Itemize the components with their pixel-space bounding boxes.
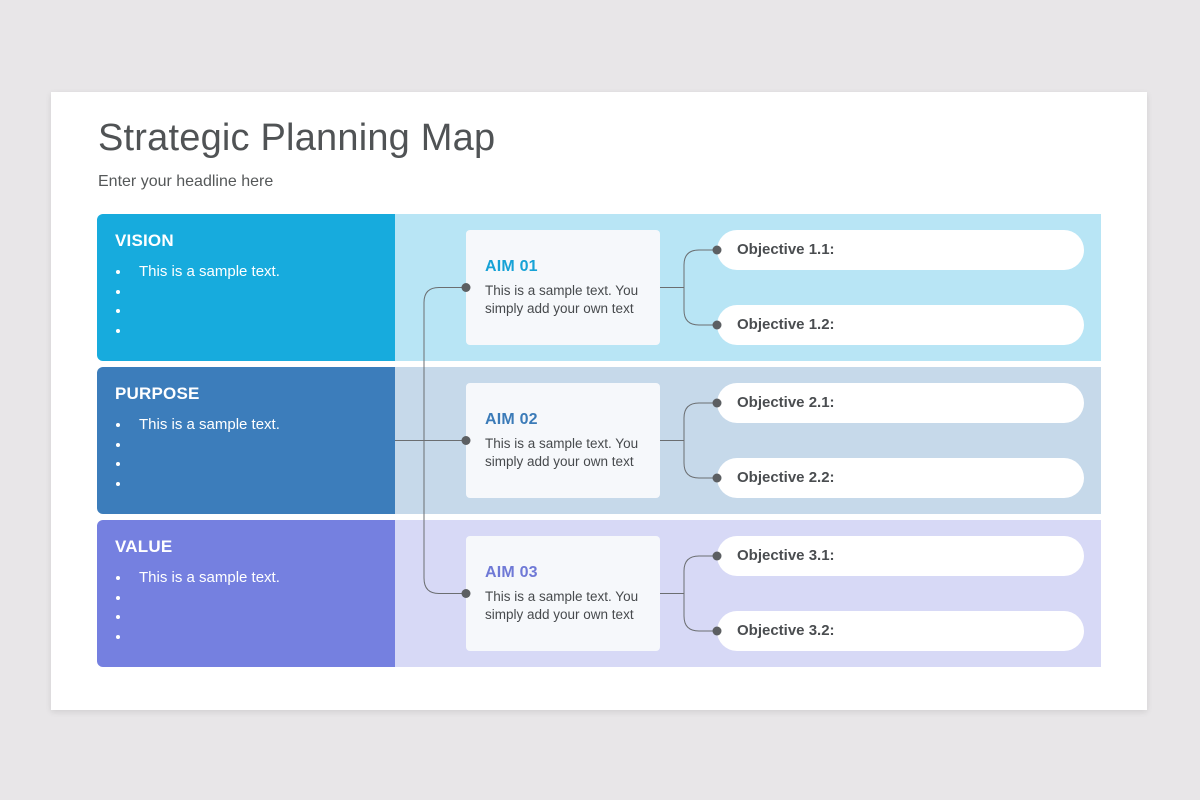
list-item: This is a sample text. xyxy=(115,416,395,436)
aim-title: AIM 01 xyxy=(485,258,538,275)
list-item xyxy=(115,589,395,609)
connector-dot xyxy=(712,626,722,636)
value-heading: VALUE xyxy=(115,537,173,556)
purpose-panel: PURPOSE This is a sample text. xyxy=(97,367,395,514)
vision-heading: VISION xyxy=(115,231,174,250)
objective-2-1: Objective 2.1: xyxy=(717,383,1084,423)
connector-aim-02-objectives xyxy=(660,402,717,479)
list-item xyxy=(115,302,395,322)
aim-text: This is a sample text. You simply add yo… xyxy=(485,436,639,469)
aim-title: AIM 02 xyxy=(485,411,538,428)
aim-title: AIM 03 xyxy=(485,564,538,581)
connector-dot xyxy=(461,436,471,445)
list-item: This is a sample text. xyxy=(115,569,395,589)
vision-bullet-list: This is a sample text. xyxy=(115,263,395,341)
list-item xyxy=(115,475,395,495)
list-item xyxy=(115,322,395,342)
connector-dot xyxy=(712,398,722,408)
list-item xyxy=(115,436,395,456)
list-item xyxy=(115,283,395,303)
objective-2-2: Objective 2.2: xyxy=(717,458,1084,498)
connector-dot xyxy=(712,245,722,255)
connector-aim-03-objectives xyxy=(660,555,717,632)
connector-dot xyxy=(712,551,722,561)
value-panel: VALUE This is a sample text. xyxy=(97,520,395,667)
objective-3-1: Objective 3.1: xyxy=(717,536,1084,576)
connector-aim-01-objectives xyxy=(660,249,717,326)
connector-dot xyxy=(712,473,722,483)
list-item xyxy=(115,628,395,648)
aim-card-01: AIM 01 This is a sample text. You simply… xyxy=(466,230,660,345)
purpose-heading: PURPOSE xyxy=(115,384,200,403)
objective-1-2: Objective 1.2: xyxy=(717,305,1084,345)
connector-dot xyxy=(461,589,471,598)
objective-3-2: Objective 3.2: xyxy=(717,611,1084,651)
aim-text: This is a sample text. You simply add yo… xyxy=(485,283,639,316)
value-bullet-list: This is a sample text. xyxy=(115,569,395,647)
connector-dot xyxy=(461,283,471,292)
list-item xyxy=(115,608,395,628)
list-item xyxy=(115,455,395,475)
connector-dot xyxy=(712,320,722,330)
aim-card-03: AIM 03 This is a sample text. You simply… xyxy=(466,536,660,651)
page-title: Strategic Planning Map xyxy=(98,117,496,159)
vision-panel: VISION This is a sample text. xyxy=(97,214,395,361)
objective-1-1: Objective 1.1: xyxy=(717,230,1084,270)
connector-to-aim-01 xyxy=(423,287,466,594)
list-item: This is a sample text. xyxy=(115,263,395,283)
page-subtitle: Enter your headline here xyxy=(98,173,274,190)
aim-card-02: AIM 02 This is a sample text. You simply… xyxy=(466,383,660,498)
purpose-bullet-list: This is a sample text. xyxy=(115,416,395,494)
aim-text: This is a sample text. You simply add yo… xyxy=(485,589,639,622)
